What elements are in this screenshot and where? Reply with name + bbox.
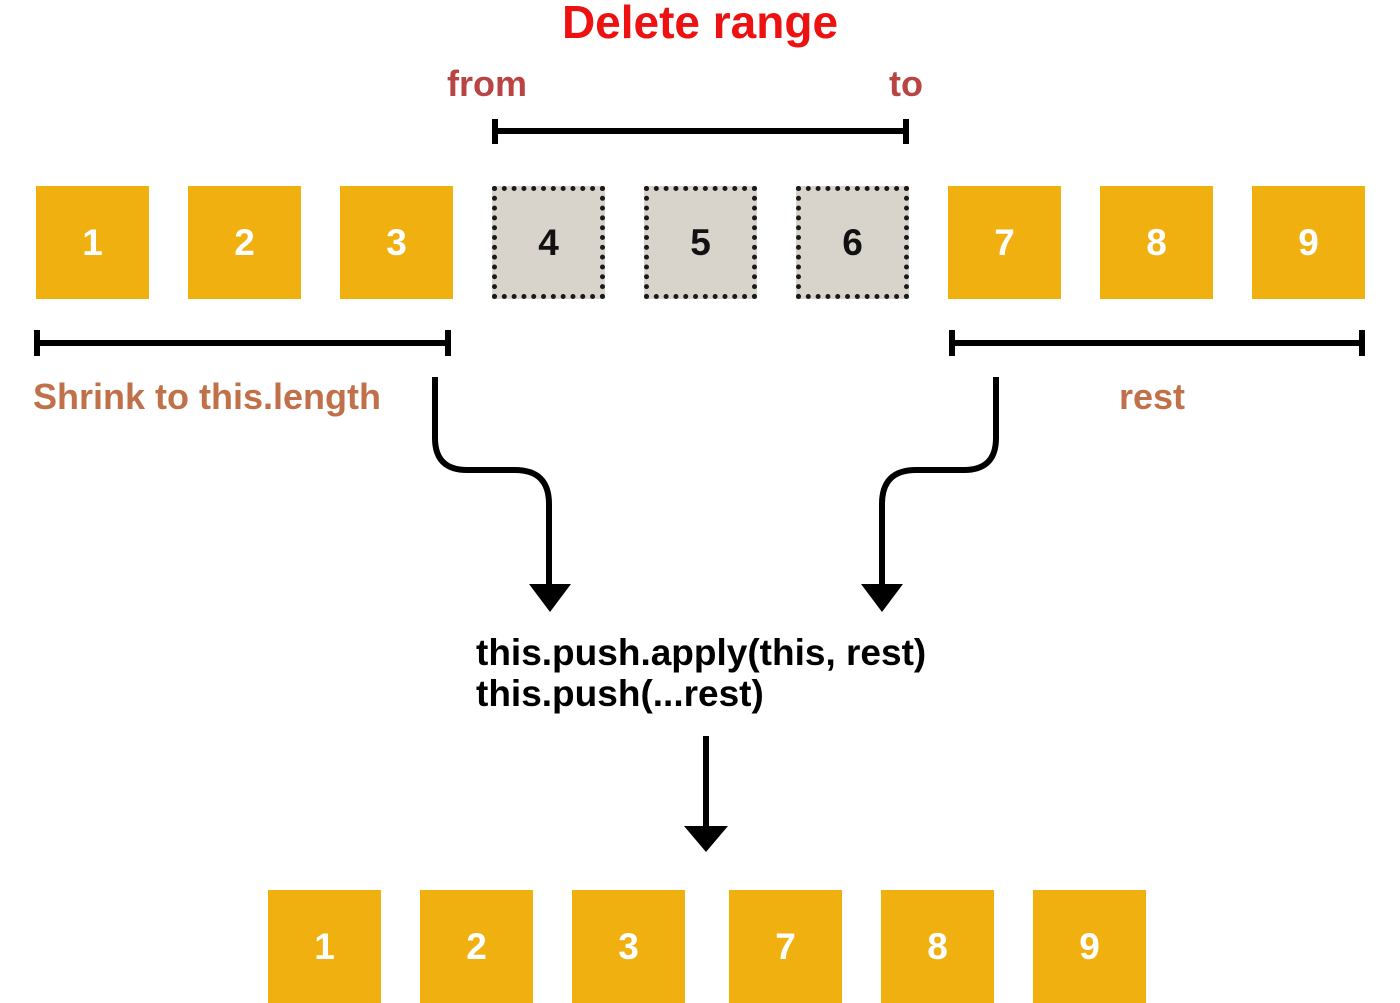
deleted-item-6: 6	[796, 186, 909, 299]
shrink-label: Shrink to this.length	[33, 376, 381, 417]
result-arrow-head	[684, 826, 728, 852]
original-item-9: 9	[1252, 186, 1365, 299]
shrink-bracket	[34, 330, 451, 356]
code-line-spread: this.push(...rest)	[476, 673, 764, 714]
code-block: this.push.apply(this, rest) this.push(..…	[476, 632, 926, 714]
shrink-arrow-head	[529, 584, 571, 612]
original-item-2: 2	[188, 186, 301, 299]
to-label: to	[889, 63, 923, 104]
result-item-2: 2	[420, 890, 533, 1003]
from-label: from	[447, 63, 527, 104]
result-item-1: 1	[268, 890, 381, 1003]
result-item-3: 3	[572, 890, 685, 1003]
result-item-7: 7	[729, 890, 842, 1003]
deleted-item-4: 4	[492, 186, 605, 299]
original-item-8: 8	[1100, 186, 1213, 299]
rest-arrow-head	[861, 584, 903, 612]
result-item-9: 9	[1033, 890, 1146, 1003]
diagram-title: Delete range	[561, 0, 839, 48]
original-item-1: 1	[36, 186, 149, 299]
result-item-8: 8	[881, 890, 994, 1003]
deleted-item-5: 5	[644, 186, 757, 299]
rest-arrow-path	[879, 377, 999, 586]
rest-bracket	[949, 330, 1365, 356]
original-item-3: 3	[340, 186, 453, 299]
original-item-7: 7	[948, 186, 1061, 299]
code-line-apply: this.push.apply(this, rest)	[476, 632, 927, 673]
shrink-arrow-path	[432, 377, 552, 586]
delete-range-bracket	[492, 119, 909, 144]
rest-label: rest	[1119, 376, 1186, 417]
